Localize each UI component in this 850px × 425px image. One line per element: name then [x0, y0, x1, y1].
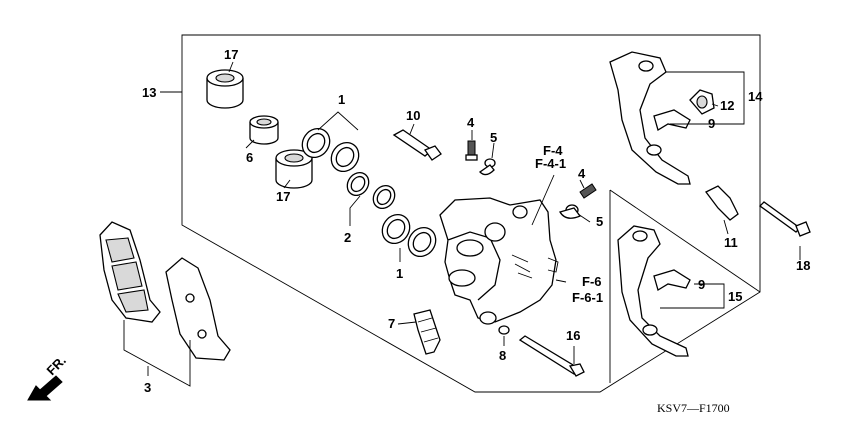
callout-15: 15	[728, 289, 742, 304]
callout-17-upper: 17	[224, 47, 238, 62]
caliper-bracket-14	[609, 51, 691, 185]
callout-7: 7	[388, 316, 395, 331]
callout-11: 11	[724, 235, 738, 250]
callout-6: 6	[246, 150, 253, 165]
callout-10: 10	[406, 108, 420, 123]
reference-f-4: F-4	[543, 143, 563, 158]
callout-13: 13	[142, 85, 156, 100]
leader-lines	[123, 61, 801, 387]
bleeder-cap-5-upper	[478, 158, 496, 176]
callout-12: 12	[720, 98, 734, 113]
caliper-bracket-15	[617, 225, 689, 357]
callout-2: 2	[344, 230, 351, 245]
pad-retainer-9-lower	[653, 269, 691, 291]
collar-17-upper	[206, 69, 244, 109]
bolt-18	[759, 201, 811, 237]
bleeder-valve-4-upper	[465, 140, 478, 161]
pad-retainer-9-upper	[653, 109, 691, 131]
assembly-boundary	[181, 34, 761, 393]
piston-seal-1-upper	[301, 127, 360, 173]
callout-9-upper: 9	[708, 116, 715, 131]
callout-1-lower: 1	[396, 266, 403, 281]
brake-pad-3-outer	[99, 221, 161, 323]
bleeder-valve-4-lower	[579, 183, 597, 199]
pad-pin-16	[518, 335, 585, 377]
diagram-code: KSV7—F1700	[657, 401, 730, 415]
front-arrow-icon	[27, 375, 63, 401]
reference-f-4-1: F-4-1	[535, 156, 566, 171]
callout-17-lower: 17	[276, 189, 290, 204]
callout-5-upper: 5	[490, 130, 497, 145]
callout-9-lower: 9	[698, 277, 705, 292]
callout-1-upper: 1	[338, 92, 345, 107]
pin-boot-12	[689, 89, 715, 115]
callout-8: 8	[499, 348, 506, 363]
bleeder-cap-5-lower	[559, 204, 582, 219]
bushing-6	[249, 115, 279, 145]
callout-14: 14	[748, 89, 763, 104]
slide-pin-10	[392, 129, 442, 161]
front-marker-label: FR.	[44, 353, 69, 378]
reference-f-6-1: F-6-1	[572, 290, 603, 305]
washer-8	[498, 325, 510, 335]
collar-17-lower	[275, 149, 313, 189]
brake-pad-3-inner	[165, 257, 231, 361]
callout-18: 18	[796, 258, 810, 273]
piston-seal-1-lower	[381, 213, 437, 258]
dust-seal-2	[346, 171, 396, 210]
bracket-group-boundary	[609, 189, 761, 293]
pad-spring-7	[413, 309, 441, 355]
reference-f-6: F-6	[582, 274, 602, 289]
callout-4-upper: 4	[467, 115, 475, 130]
boot-11	[705, 185, 739, 221]
callout-3: 3	[144, 380, 151, 395]
callout-5-lower: 5	[596, 214, 603, 229]
caliper-body	[439, 197, 559, 325]
callout-16: 16	[566, 328, 580, 343]
callout-4-lower: 4	[578, 166, 586, 181]
